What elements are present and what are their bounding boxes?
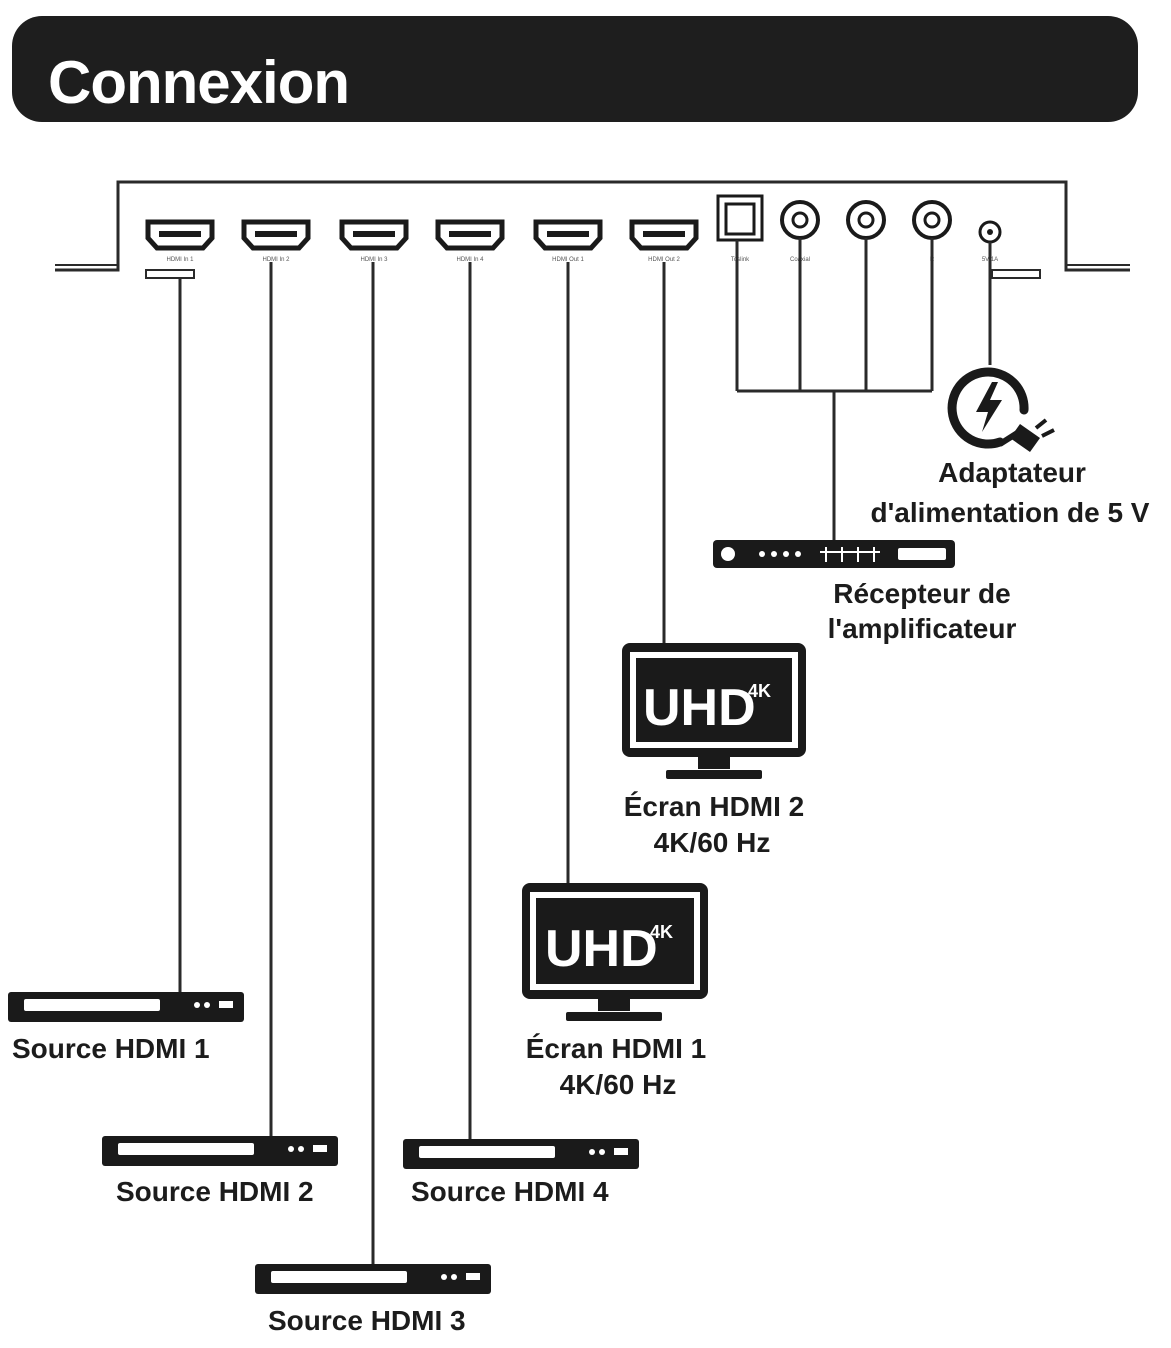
receiver-label-line1: Récepteur de — [833, 578, 1011, 609]
port-label-hdmi-in-4: HDMI In 4 — [456, 257, 484, 263]
source-hdmi-4-label: Source HDMI 4 — [411, 1176, 609, 1207]
source-hdmi-1-device — [8, 992, 244, 1022]
port-label-hdmi-in-3: HDMI In 3 — [360, 257, 388, 263]
hdmi-port-in-1: HDMI In 1 — [145, 219, 215, 263]
page-title: Connexion — [48, 49, 350, 116]
receiver-label-line2: l'amplificateur — [827, 613, 1017, 644]
screen-hdmi-2-icon: UHD 4K — [622, 643, 806, 779]
screen-2-label-line1: Écran HDMI 2 — [623, 791, 805, 822]
port-label-hdmi-out-2: HDMI Out 2 — [648, 257, 680, 263]
power-adapter-label-line2: d'alimentation de 5 V — [870, 497, 1150, 528]
screen-2-label-line2: 4K/60 Hz — [653, 827, 771, 858]
port-label-hdmi-in-1: HDMI In 1 — [166, 257, 194, 263]
uhd-badge-text: UHD — [643, 679, 756, 737]
title-banner: Connexion — [12, 16, 1138, 122]
source-hdmi-2-device — [102, 1136, 338, 1166]
amplifier-receiver-icon — [713, 540, 955, 568]
port-label-toslink: Toslink — [731, 257, 750, 263]
source-hdmi-4-device — [403, 1139, 639, 1169]
power-adapter-label-line1: Adaptateur — [938, 457, 1086, 488]
screen-1-label-line1: Écran HDMI 1 — [525, 1033, 707, 1064]
source-hdmi-3-device — [255, 1264, 491, 1294]
hdmi-port-in-2: HDMI In 2 — [241, 219, 311, 263]
uhd-badge-superscript: 4K — [748, 681, 771, 701]
switch-device — [55, 180, 1130, 279]
toslink-port: Toslink — [716, 194, 764, 263]
hdmi-port-out-2: HDMI Out 2 — [629, 219, 699, 263]
source-hdmi-2-label: Source HDMI 2 — [116, 1176, 314, 1207]
source-hdmi-1-label: Source HDMI 1 — [12, 1033, 210, 1064]
screen-1-label-line2: 4K/60 Hz — [559, 1069, 677, 1100]
source-hdmi-3-label: Source HDMI 3 — [268, 1305, 466, 1336]
cables — [178, 238, 992, 1264]
hdmi-port-in-3: HDMI In 3 — [339, 219, 409, 263]
uhd-badge-superscript: 4K — [650, 922, 673, 942]
hdmi-port-out-1: HDMI Out 1 — [533, 219, 603, 263]
uhd-badge-text: UHD — [545, 920, 658, 978]
power-adapter-icon — [947, 367, 1055, 452]
hdmi-port-in-4: HDMI In 4 — [435, 219, 505, 263]
screen-hdmi-1-icon: UHD 4K — [522, 883, 708, 1021]
port-label-hdmi-in-2: HDMI In 2 — [262, 257, 290, 263]
port-label-hdmi-out-1: HDMI Out 1 — [552, 257, 584, 263]
